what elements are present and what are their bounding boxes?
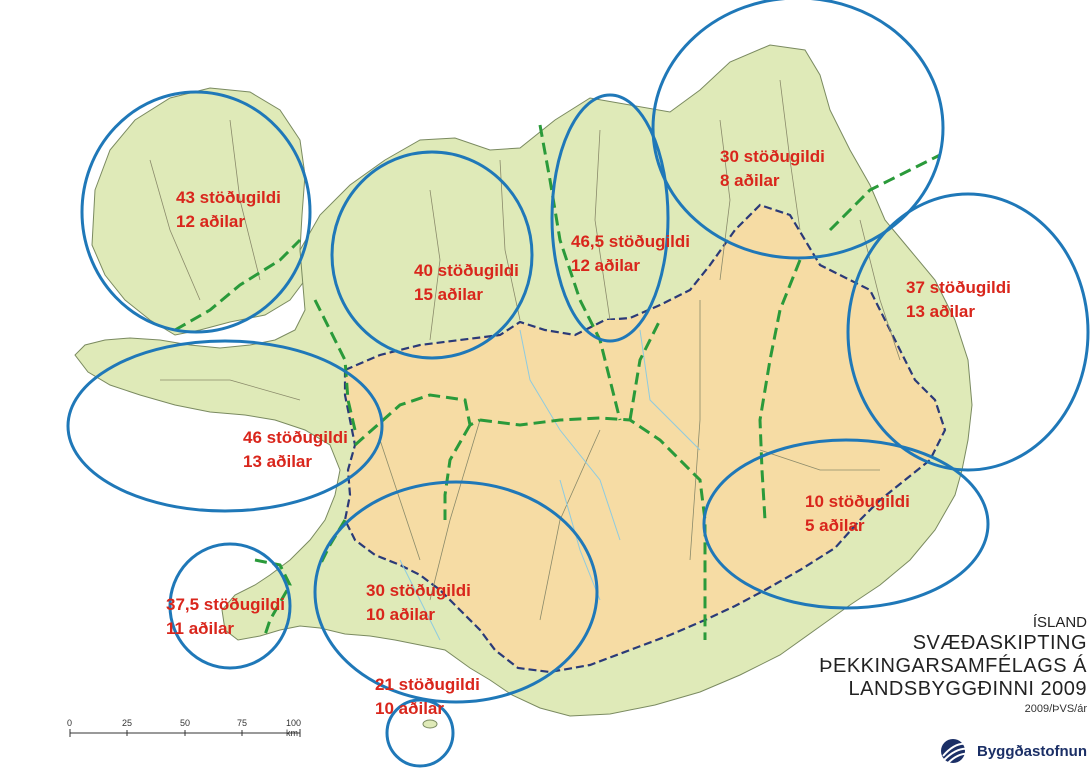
circle-sudurland bbox=[313, 480, 599, 704]
vestmannaeyjar-island bbox=[422, 719, 438, 729]
region-label-vestmannaeyjar: 21 stöðugildi 10 aðilar bbox=[375, 673, 480, 721]
region-adilar: 12 aðilar bbox=[571, 256, 640, 275]
region-circles bbox=[66, 0, 1090, 768]
scalebar-graphic bbox=[69, 729, 301, 737]
region-label-eyjafjordur: 46,5 stöðugildi 12 aðilar bbox=[571, 230, 690, 278]
title-line-2: ÞEKKINGARSAMFÉLAGS Á bbox=[819, 655, 1087, 677]
region-stodugildi: 21 stöðugildi bbox=[375, 675, 480, 694]
region-stodugildi: 46 stöðugildi bbox=[243, 428, 348, 447]
logo-text: Byggðastofnun bbox=[977, 742, 1087, 760]
region-adilar: 10 aðilar bbox=[375, 699, 444, 718]
circle-hornafjordur bbox=[702, 438, 990, 610]
region-stodugildi: 37 stöðugildi bbox=[906, 278, 1011, 297]
circle-nordurland-vestra bbox=[330, 150, 534, 360]
region-stodugildi: 46,5 stöðugildi bbox=[571, 232, 691, 251]
region-stodugildi: 30 stöðugildi bbox=[720, 147, 825, 166]
title-credit: 2009/ÞVS/ár bbox=[1024, 703, 1087, 715]
circle-nordurland-eystra bbox=[651, 0, 945, 260]
title-line-3: LANDSBYGGÐINNI 2009 bbox=[848, 678, 1087, 700]
regional-boundaries bbox=[174, 124, 941, 640]
region-stodugildi: 10 stöðugildi bbox=[805, 492, 910, 511]
map-title-block: ÍSLAND SVÆÐASKIPTING ÞEKKINGARSAMFÉLAGS … bbox=[819, 614, 1087, 717]
title-country: ÍSLAND bbox=[1032, 614, 1087, 631]
region-label-nordurland-eystra: 30 stöðugildi 8 aðilar bbox=[720, 145, 825, 193]
byggdastofnun-logo: Byggðastofnun bbox=[939, 738, 1087, 764]
region-stodugildi: 30 stöðugildi bbox=[366, 581, 471, 600]
scale-tick-label: 0 bbox=[67, 718, 73, 728]
municipal-lines bbox=[149, 79, 901, 621]
scale-tick-label: 100 km bbox=[286, 718, 302, 738]
interior-fill bbox=[585, 290, 800, 478]
circle-vesturland bbox=[66, 339, 384, 513]
scale-tick-label: 75 bbox=[237, 718, 248, 728]
scale-tick-label: 50 bbox=[180, 718, 191, 728]
region-label-vestfirdir: 43 stöðugildi 12 aðilar bbox=[176, 186, 281, 234]
circle-vestfirdir bbox=[80, 90, 312, 334]
region-adilar: 5 aðilar bbox=[805, 516, 865, 535]
region-label-hornafjordur: 10 stöðugildi 5 aðilar bbox=[805, 490, 910, 538]
circle-eyjafjordur bbox=[550, 93, 670, 343]
rivers bbox=[399, 329, 701, 641]
region-stodugildi: 43 stöðugildi bbox=[176, 188, 281, 207]
region-label-nordurland-vestra: 40 stöðugildi 15 aðilar bbox=[414, 259, 519, 307]
circle-vestmannaeyjar bbox=[385, 698, 455, 768]
title-line-1: SVÆÐASKIPTING bbox=[912, 632, 1087, 654]
region-adilar: 12 aðilar bbox=[176, 212, 245, 231]
region-stodugildi: 40 stöðugildi bbox=[414, 261, 519, 280]
region-label-sudurnes: 37,5 stöðugildi 11 aðilar bbox=[166, 593, 285, 641]
region-adilar: 11 aðilar bbox=[166, 619, 235, 638]
scale-tick-label: 25 bbox=[122, 718, 133, 728]
circle-austurland bbox=[846, 192, 1090, 472]
region-adilar: 15 aðilar bbox=[414, 285, 483, 304]
region-stodugildi: 37,5 stöðugildi bbox=[166, 595, 286, 614]
region-adilar: 10 aðilar bbox=[366, 605, 435, 624]
logo-swoosh-icon bbox=[941, 739, 971, 764]
region-adilar: 13 aðilar bbox=[906, 302, 975, 321]
region-label-sudurland: 30 stöðugildi 10 aðilar bbox=[366, 579, 471, 627]
region-label-austurland: 37 stöðugildi 13 aðilar bbox=[906, 276, 1011, 324]
region-adilar: 13 aðilar bbox=[243, 452, 312, 471]
region-label-vesturland: 46 stöðugildi 13 aðilar bbox=[243, 426, 348, 474]
region-adilar: 8 aðilar bbox=[720, 171, 780, 190]
circle-sudurnes bbox=[168, 542, 292, 670]
